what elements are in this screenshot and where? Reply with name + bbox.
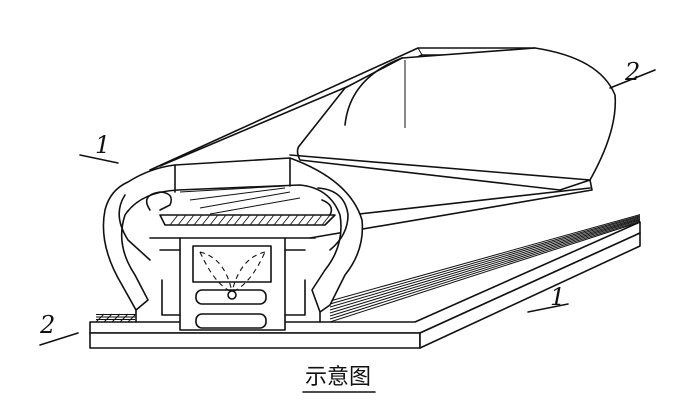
callout-label: 2: [39, 311, 55, 339]
callout-bottom-left: 2: [39, 311, 79, 346]
profile-cross-section: [102, 157, 364, 331]
callout-bottom-right: 1: [527, 283, 569, 313]
ribbed-base-plate: [89, 214, 641, 349]
callout-label: 1: [550, 283, 565, 311]
callout-label: 1: [95, 131, 110, 159]
callout-label: 2: [624, 58, 640, 86]
callout-top-left: 1: [79, 131, 119, 164]
extruded-hood: [149, 47, 617, 239]
callout-top-right: 2: [609, 58, 656, 89]
diagram-caption: 示意图: [302, 365, 376, 393]
caption-text: 示意图: [305, 365, 371, 390]
